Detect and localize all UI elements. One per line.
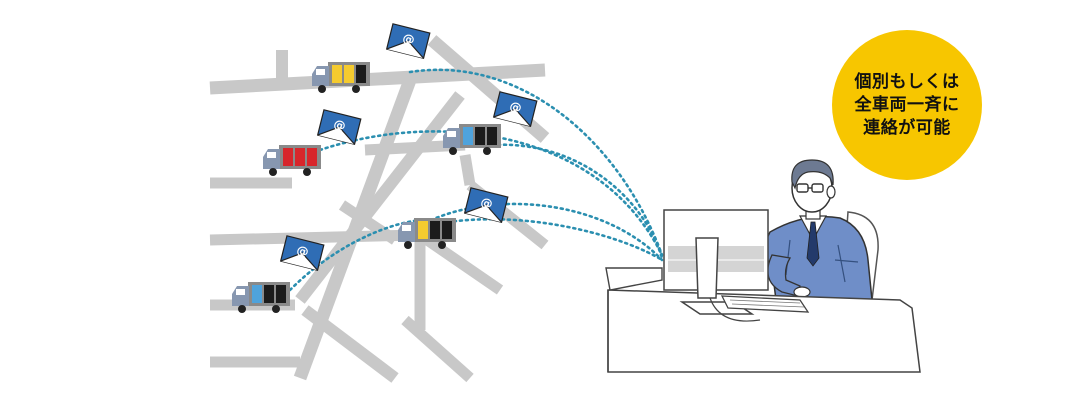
keyboard	[720, 295, 810, 313]
monitor-stand	[695, 237, 719, 299]
truck-wheel	[269, 168, 277, 176]
truck-wheel	[352, 85, 360, 93]
truck-left-red	[263, 145, 321, 176]
truck-window	[447, 131, 456, 137]
cargo-dark	[276, 285, 286, 303]
cargo-yellow	[344, 65, 354, 83]
cargo-dark	[475, 127, 485, 145]
cargo-red	[283, 148, 293, 166]
road	[209, 229, 421, 246]
cargo-yellow	[332, 65, 342, 83]
truck-wheel	[272, 305, 280, 313]
road	[416, 230, 504, 295]
at-sign-icon: @	[508, 99, 523, 115]
operator-workstation	[605, 159, 921, 373]
truck-window	[402, 225, 411, 231]
tie	[806, 221, 820, 267]
operator-hair	[791, 159, 834, 190]
desk-edge	[605, 267, 663, 291]
at-sign-icon: @	[332, 117, 347, 133]
glasses	[796, 183, 824, 193]
at-sign-icon: @	[479, 195, 494, 211]
email-envelope-icon: @	[385, 23, 431, 59]
cargo-yellow	[418, 221, 428, 239]
signal-line	[318, 130, 664, 257]
signal-line	[490, 143, 664, 260]
cargo-red	[307, 148, 317, 166]
road	[401, 315, 474, 383]
truck-wheel	[438, 241, 446, 249]
truck-wheel	[404, 241, 412, 249]
truck-wheel	[238, 305, 246, 313]
callout-line-2: 全車両一斉に	[854, 94, 960, 115]
signal-line	[408, 68, 664, 257]
callout-line-1: 個別もしくは	[854, 71, 960, 92]
truck-window	[316, 69, 325, 75]
truck-wheel	[318, 85, 326, 93]
road-map	[209, 35, 550, 383]
envelope-layer: @ @ @ @ @	[279, 23, 538, 271]
cargo-dark	[487, 127, 497, 145]
cable	[709, 297, 761, 322]
road	[295, 91, 465, 304]
truck-wheel	[449, 147, 457, 155]
road	[209, 63, 546, 95]
truck-center-blue	[443, 124, 501, 155]
signal-line	[288, 218, 422, 292]
truck-wheel	[303, 168, 311, 176]
at-sign-icon: @	[401, 31, 416, 47]
cargo-dark	[356, 65, 366, 83]
operator-hand	[793, 286, 811, 298]
at-sign-icon: @	[295, 243, 310, 259]
signal-line	[446, 218, 664, 262]
truck-lower-yellow	[398, 218, 456, 249]
email-envelope-icon: @	[279, 235, 325, 271]
cargo-dark	[430, 221, 440, 239]
road	[301, 305, 399, 383]
truck-top	[312, 62, 370, 93]
email-envelope-icon: @	[463, 187, 509, 223]
callout-line-3: 連絡が可能	[863, 117, 951, 138]
feature-callout: 個別もしくは 全車両一斉に 連絡が可能	[832, 30, 982, 180]
road	[459, 154, 476, 186]
truck-layer	[232, 62, 501, 313]
truck-window	[267, 152, 276, 158]
ear	[826, 185, 836, 199]
email-envelope-icon: @	[492, 91, 538, 127]
truck-window	[236, 289, 245, 295]
truck-bottom-blue	[232, 282, 290, 313]
cargo-blue	[463, 127, 473, 145]
cargo-red	[295, 148, 305, 166]
cargo-dark	[442, 221, 452, 239]
cargo-dark	[264, 285, 274, 303]
truck-wheel	[483, 147, 491, 155]
email-envelope-icon: @	[316, 109, 362, 145]
cargo-blue	[252, 285, 262, 303]
signal-lines	[288, 68, 664, 292]
